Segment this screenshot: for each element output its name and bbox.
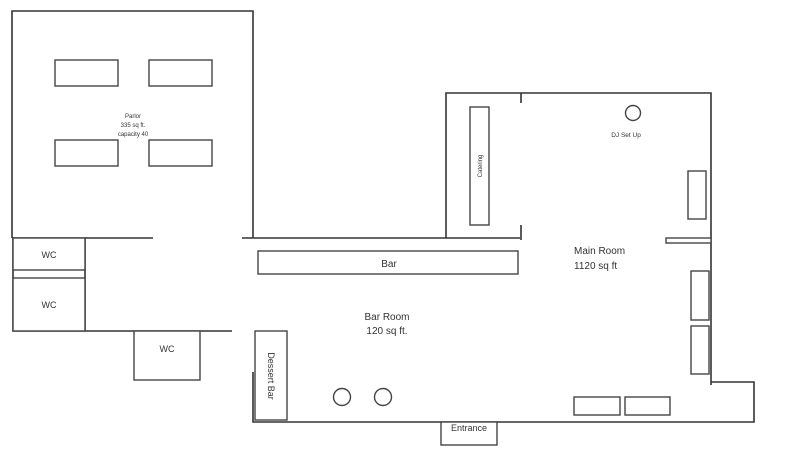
parlor-table xyxy=(54,59,119,87)
main-room-area: 1120 sq ft xyxy=(574,261,617,272)
main-room-name: Main Room xyxy=(574,246,625,257)
entrance xyxy=(440,421,498,446)
wc-room xyxy=(12,277,86,332)
cocktail-table xyxy=(373,387,393,407)
cocktail-table xyxy=(332,387,352,407)
parlor-table xyxy=(54,139,119,167)
walls xyxy=(11,10,755,423)
wc-label: WC xyxy=(42,300,57,310)
bar xyxy=(257,250,519,275)
dj-setup xyxy=(624,104,642,122)
bar-room-name: Bar Room xyxy=(364,312,409,323)
shelf xyxy=(665,237,712,244)
bar-room-area: 120 sq ft. xyxy=(366,326,407,337)
catering-table xyxy=(469,106,490,226)
main-table xyxy=(687,170,707,220)
main-table xyxy=(690,270,710,321)
wc-room xyxy=(12,237,86,271)
parlor-area: 335 sq ft. xyxy=(121,123,146,129)
wc-room xyxy=(133,330,201,381)
parlor-capacity: capacity 40 xyxy=(118,132,149,138)
wc-label: WC xyxy=(42,250,57,260)
main-table xyxy=(624,396,671,416)
bar-label: Bar xyxy=(381,259,397,270)
wc-label: WC xyxy=(160,344,175,354)
dessert-bar-label: Dessert Bar xyxy=(266,352,276,400)
parlor-name: Parlor xyxy=(125,114,141,120)
entrance-label: Entrance xyxy=(451,423,487,433)
main-table xyxy=(690,325,710,375)
catering-label: Catering xyxy=(478,155,484,178)
dessert-bar xyxy=(254,330,288,421)
main-table xyxy=(573,396,621,416)
parlor-table xyxy=(148,139,213,167)
dj-label: DJ Set Up xyxy=(611,132,641,139)
parlor-table xyxy=(148,59,213,87)
